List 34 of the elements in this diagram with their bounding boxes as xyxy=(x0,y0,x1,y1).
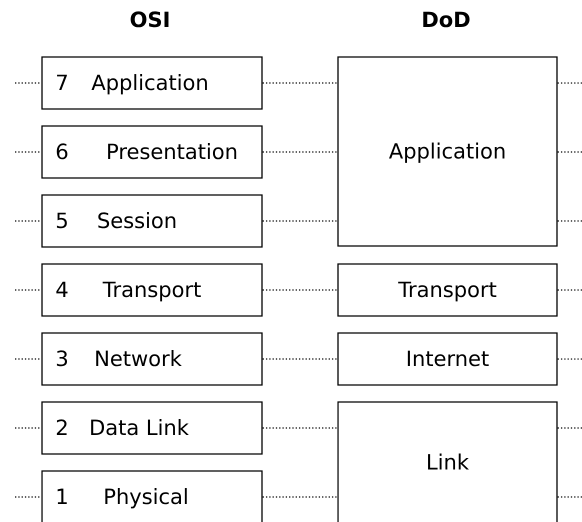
layer-box: Application xyxy=(337,56,558,247)
connector-line xyxy=(262,82,338,84)
connector-line xyxy=(262,358,338,360)
connector-line xyxy=(558,82,582,84)
layer-box: 5 Session xyxy=(41,194,263,248)
layer-box: 7 Application xyxy=(41,56,263,110)
connector-line xyxy=(558,358,582,360)
layer-box: Link xyxy=(337,401,558,522)
connector-line xyxy=(15,151,42,153)
layer-box: Internet xyxy=(337,332,558,386)
connector-line xyxy=(558,496,582,498)
layer-box: 3 Network xyxy=(41,332,263,386)
layer-box: 2 Data Link xyxy=(41,401,263,455)
layer-box: 4 Transport xyxy=(41,263,263,317)
connector-line xyxy=(262,289,338,291)
connector-line xyxy=(262,220,338,222)
connector-line xyxy=(15,82,42,84)
connector-line xyxy=(262,151,338,153)
connector-line xyxy=(558,151,582,153)
layer-box: 1 Physical xyxy=(41,470,263,522)
connector-line xyxy=(15,220,42,222)
connector-line xyxy=(558,427,582,429)
column-heading: OSI xyxy=(130,11,168,28)
layer-box: 6 Presentation xyxy=(41,125,263,179)
connector-line xyxy=(15,427,42,429)
connector-line xyxy=(15,358,42,360)
connector-line xyxy=(262,427,338,429)
connector-line xyxy=(558,220,582,222)
connector-line xyxy=(262,496,338,498)
connector-line xyxy=(558,289,582,291)
layer-box: Transport xyxy=(337,263,558,317)
connector-line xyxy=(15,496,42,498)
column-heading: DoD xyxy=(423,12,470,28)
connector-line xyxy=(15,289,42,291)
